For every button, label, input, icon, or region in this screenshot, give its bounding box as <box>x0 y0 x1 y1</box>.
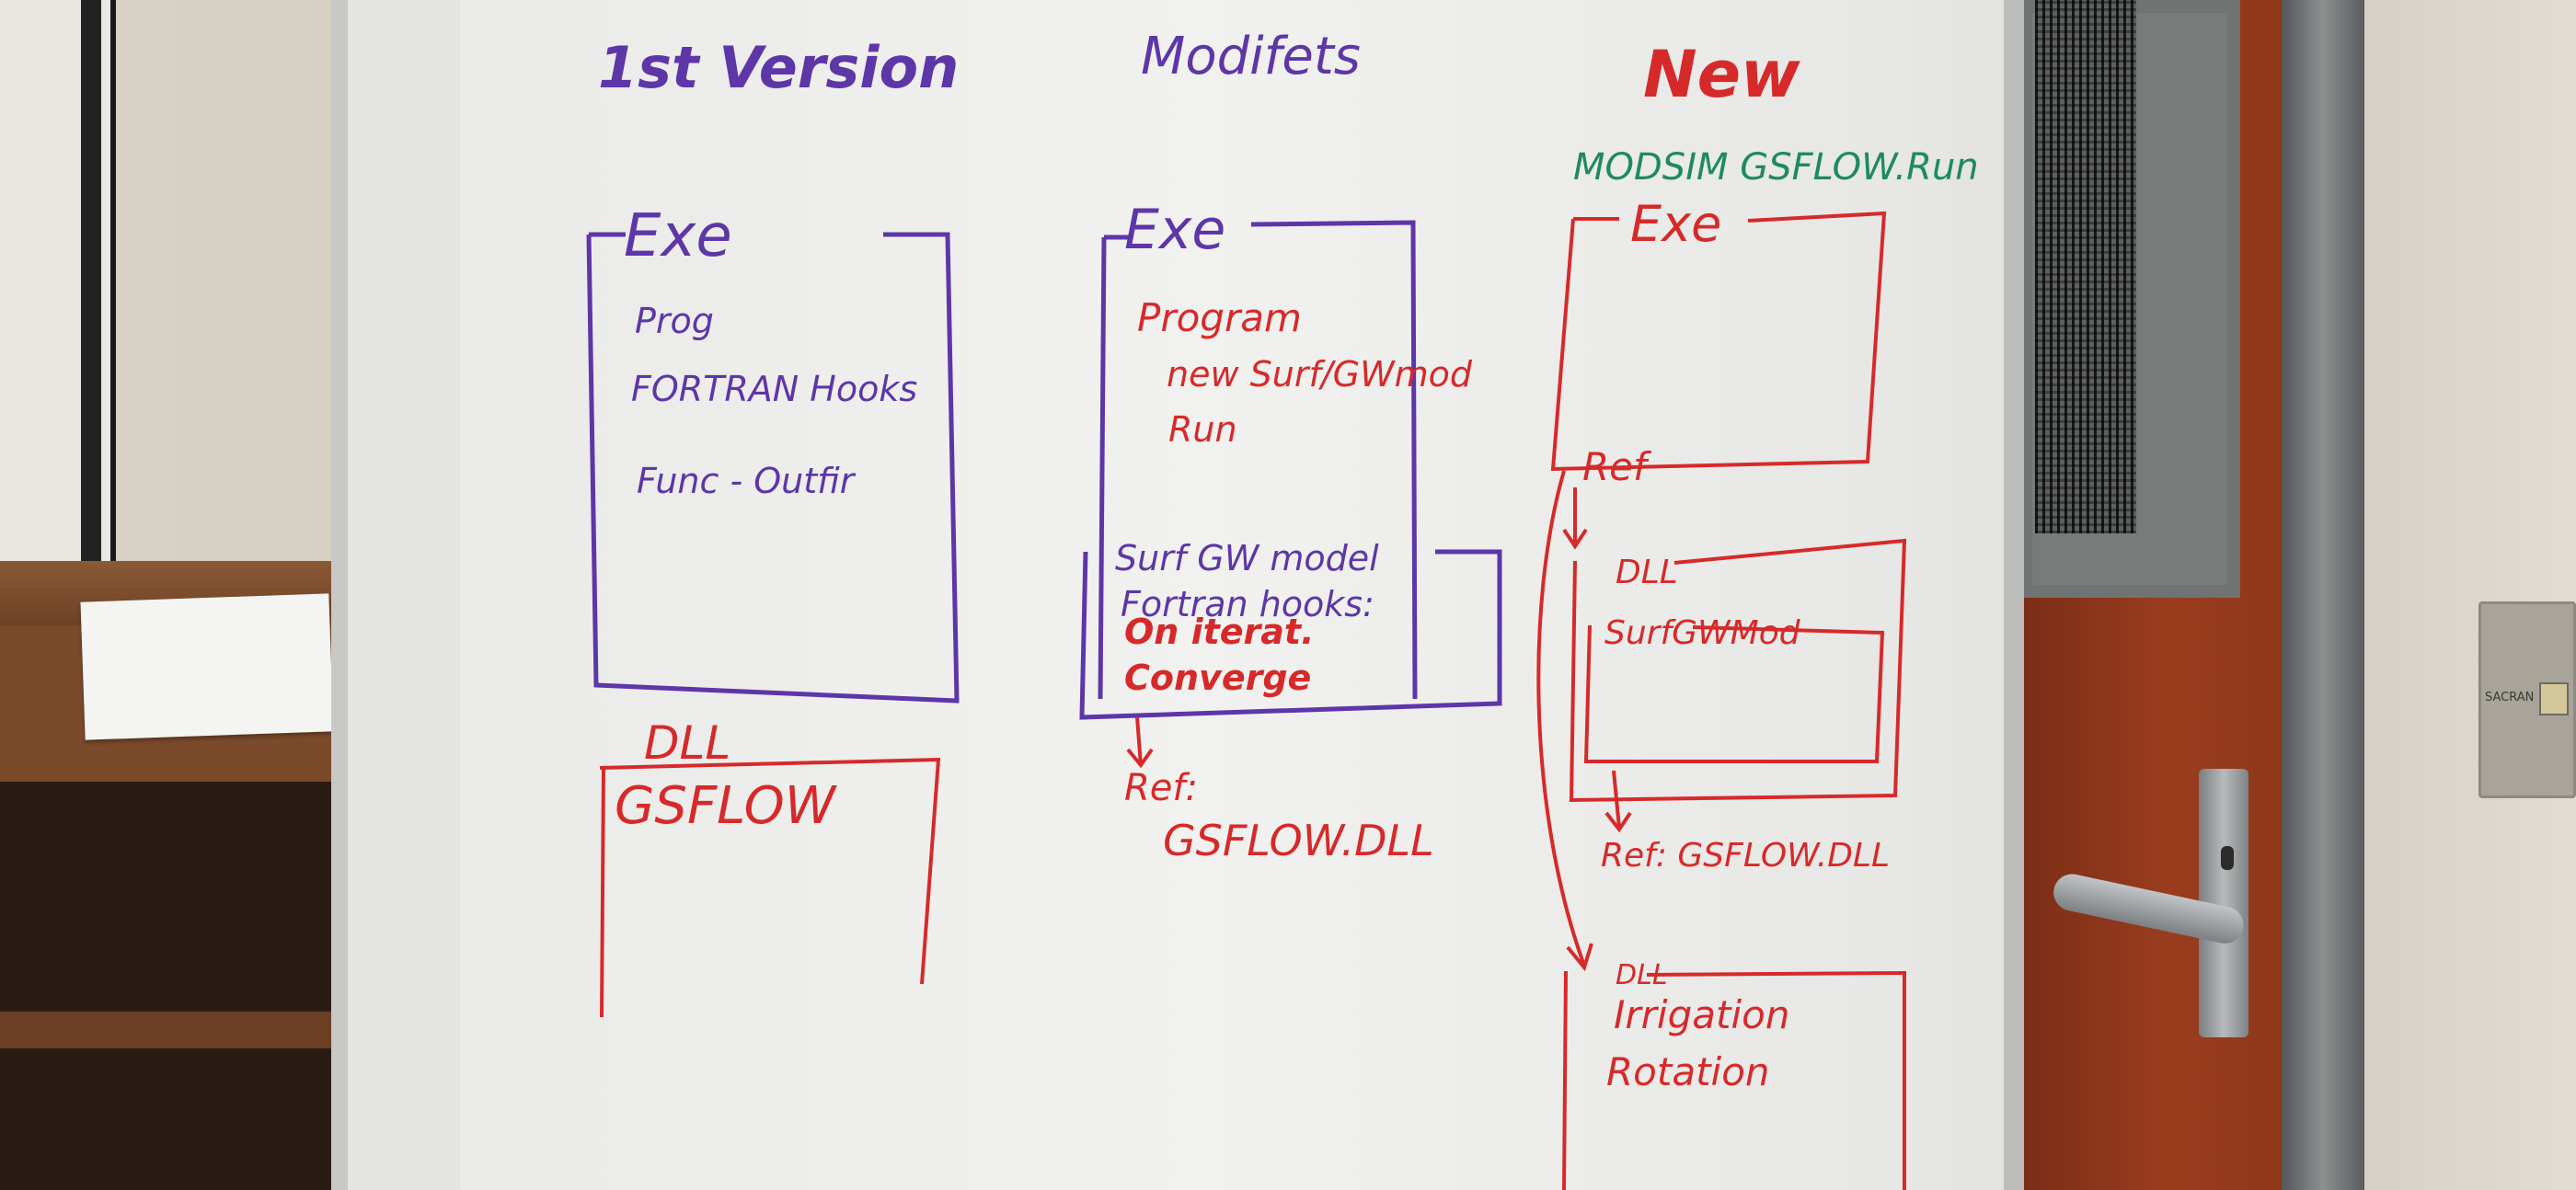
light-switch-plate: SACRAN <box>2478 601 2576 798</box>
ref2-value: GSFLOW.DLL <box>1163 816 1434 865</box>
inner2-line-4: Converge <box>1124 658 1311 698</box>
desk-shelf <box>0 782 331 1190</box>
switch-label: SACRAN <box>2485 691 2535 704</box>
dll1-line-1: GSFLOW <box>615 776 838 836</box>
dll2-box-left <box>1562 970 1568 1190</box>
exe-label-3: Exe <box>1630 195 1721 253</box>
inner2-line-2: Fortran hooks: <box>1121 584 1374 624</box>
dll-box-1 <box>599 757 941 1018</box>
dll2-line-1: Irrigation <box>1614 992 1789 1037</box>
left-easel-leg <box>81 0 101 570</box>
heading-new: New <box>1643 37 1800 112</box>
dll-box-3 <box>1569 538 1907 803</box>
exe-box-2-right <box>1250 220 1418 700</box>
exe-box-2-left <box>1098 236 1107 700</box>
exe-box-1 <box>586 232 960 704</box>
exe1-line-1: Prog <box>635 301 714 341</box>
inner-box-3 <box>1583 624 1885 763</box>
door-window-mesh <box>2035 0 2136 533</box>
door-jamb <box>2282 0 2364 1190</box>
inner-label-3: SurfGWMod <box>1604 614 1801 652</box>
dll-label-3: DLL <box>1616 554 1678 591</box>
exe-box-3 <box>1550 211 1887 472</box>
inner2-line-3: On iterat. <box>1124 612 1315 652</box>
arrow-ref-curve <box>1536 470 1586 967</box>
light-switch-toggle <box>2539 682 2569 715</box>
heading-modifets: Modifets <box>1141 27 1361 86</box>
inner2-line-1: Surf GW model <box>1115 538 1379 578</box>
dll2-line-2: Rotation <box>1606 1049 1770 1094</box>
right-wall <box>2364 0 2576 1190</box>
inner-box-2 <box>1079 549 1502 720</box>
exe1-line-2: FORTRAN Hooks <box>631 369 917 409</box>
subheading-modsim: MODSIM GSFLOW.Run <box>1573 146 1979 189</box>
column-3 <box>1536 211 1907 1190</box>
exe2-line-3: Run <box>1168 409 1237 450</box>
column-2 <box>1079 220 1502 720</box>
ref2-label: Ref: <box>1124 767 1198 809</box>
flip-chart-paper <box>460 0 1950 1190</box>
exe2-line-1: Program <box>1137 295 1302 340</box>
door-keyhole <box>2221 846 2234 870</box>
dll2-label: DLL <box>1616 959 1668 991</box>
dll2-box-right <box>1646 970 1906 1190</box>
heading-1st-version: 1st Version <box>598 34 959 101</box>
column-1 <box>586 232 960 704</box>
desk-shelf-board <box>0 1012 331 1048</box>
arrow-col2 <box>1126 716 1154 769</box>
exe1-line-3: Func - Outfir <box>637 461 857 501</box>
ref3-label: Ref <box>1582 444 1652 489</box>
exe2-line-2: new Surf/GWmod <box>1167 354 1473 395</box>
exe-label-2: Exe <box>1124 198 1225 262</box>
dll-label-1: DLL <box>644 716 730 770</box>
ref3-value: Ref: GSFLOW.DLL <box>1601 837 1890 875</box>
exe-label-1: Exe <box>624 202 732 270</box>
